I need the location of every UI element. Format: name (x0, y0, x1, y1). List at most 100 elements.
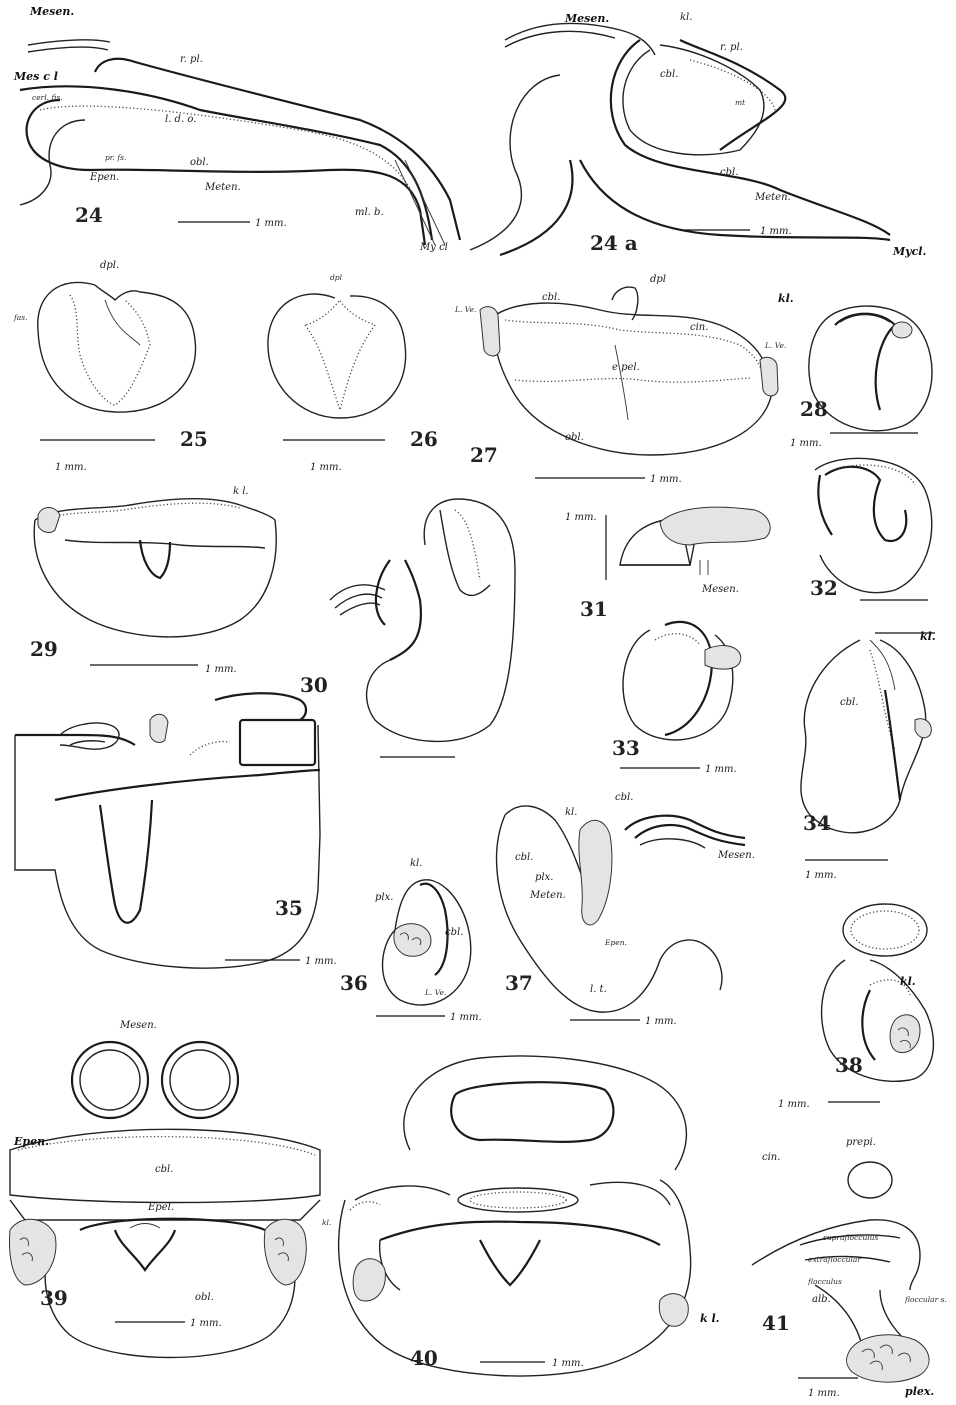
fig24a-number: 24 a (590, 231, 638, 255)
fig41-label-prepi: prepi. (846, 1137, 876, 1148)
fig35-label-cbl: cbl. (840, 697, 858, 708)
fig34-scale-label: 1 mm. (705, 764, 737, 775)
fig24-scale-label: 1 mm. (255, 218, 287, 229)
fig24-label-epen: Epen. (89, 172, 119, 183)
fig41-number: 41 (762, 1311, 790, 1335)
fig36-scale-label: 1 mm. (450, 1012, 482, 1023)
fig35-number: 34 (803, 811, 831, 835)
fig24a-label-mt: mt (735, 98, 746, 107)
fig24a-label-mycl: Mycl. (892, 245, 926, 258)
figure-39: k l. 40 1 mm. (339, 1056, 720, 1376)
fig24-label-mycl: My cl (419, 242, 448, 253)
fig39-label-kl: k l. (700, 1312, 720, 1325)
fig27-label-cbl: cbl. (542, 292, 560, 303)
fig25-label-dpl: dpl. (100, 260, 119, 271)
fig37-label-mesen: Mesen. (717, 850, 755, 861)
fig38-label-epel: Epel. (147, 1202, 174, 1213)
fig41-label-flocs: floccular s. (904, 1295, 947, 1304)
fig37-label-epen: Epen. (604, 938, 627, 947)
fig38-label-kl: kl. (322, 1218, 331, 1227)
fig37-scale-label: 1 mm. (645, 1016, 677, 1027)
fig26-scale-label: 1 mm. (310, 462, 342, 473)
fig29-label-kl: kl. (778, 292, 794, 305)
fig33-number: 35 (275, 896, 303, 920)
fig25-number: 25 (180, 427, 208, 451)
fig38-label-cbl: cbl. (155, 1164, 173, 1175)
fig35-scale-label: 1 mm. (805, 870, 837, 881)
fig36-label-cbl: cbl. (445, 927, 463, 938)
figure-40: kl. 38 1 mm. (778, 904, 933, 1110)
fig24-label-mesen: Mesen. (29, 5, 74, 18)
figure-26: dpl 1 mm. 26 (268, 273, 438, 473)
fig37-number: 37 (505, 971, 533, 995)
fig40-label-kl: kl. (900, 975, 916, 988)
fig37-label-cbl2: cbl. (515, 852, 533, 863)
figure-33: 35 1 mm. (15, 693, 337, 968)
fig24a-label-rptl: r. pl. (720, 42, 743, 53)
fig38-scale-label: 1 mm. (190, 1318, 222, 1329)
fig24a-scale-label: 1 mm. (760, 226, 792, 237)
fig32-scale-label: 1 mm. (565, 512, 597, 523)
fig39-number: 40 (410, 1346, 438, 1370)
fig24-number: 24 (75, 203, 103, 227)
fig27-label-epel: e pel. (612, 362, 640, 373)
figure-37: kl. cbl. Mesen. cbl. plx. Meten. Epen. l… (497, 792, 755, 1027)
fig38-number: 39 (40, 1286, 68, 1310)
fig24-label-mbl: ml. b. (355, 207, 384, 218)
fig37-label-ltl: l. t. (590, 984, 607, 995)
fig29-scale-label: 1 mm. (790, 438, 822, 449)
fig27-label-lve: L. Ve. (454, 305, 476, 314)
fig41-scale-label: 1 mm. (808, 1388, 840, 1399)
fig24a-label-meten: Meten. (754, 192, 791, 203)
fig36-number: 36 (340, 971, 368, 995)
fig41-label-supra: supraflocculus (823, 1233, 879, 1242)
fig41-label-floc: flocculus (807, 1277, 842, 1286)
fig35-label-kl: kl. (920, 630, 936, 643)
figure-31: 30 (300, 499, 515, 757)
fig38-label-epen: Epen. (13, 1135, 49, 1148)
fig37-label-kl: kl. (565, 807, 577, 818)
fig27-label-cin: cin. (690, 322, 708, 333)
fig24-label-obl: obl. (190, 157, 209, 168)
fig27-label-lve2: L. Ve. (764, 341, 786, 350)
fig27-label-dpl: dpl (650, 274, 666, 285)
fig37-label-plx: plx. (535, 872, 553, 883)
figure-34: 33 1 mm. (612, 622, 741, 775)
fig26-number: 26 (410, 427, 438, 451)
figure-35: kl. cbl. 34 1 mm. (801, 630, 936, 881)
fig30-number: 32 (810, 576, 838, 600)
fig24a-label-cbl2: cbl. (720, 167, 738, 178)
fig28-label-kl: k l. (233, 486, 249, 497)
fig28-scale-label: 1 mm. (205, 664, 237, 675)
fig37-label-meten: Meten. (529, 890, 566, 901)
fig32-number: 31 (580, 597, 608, 621)
figure-38: Mesen. Epen. cbl. Epel. kl. obl. 39 1 mm… (10, 1020, 332, 1358)
fig36-label-lve: L. Ve. (424, 988, 446, 997)
fig28-number: 29 (30, 637, 58, 661)
fig41-label-plex: plex. (905, 1385, 934, 1398)
fig24-label-cerefis: cerl. fis. (32, 93, 63, 102)
figure-36: kl. plx. cbl. L. Ve. 36 1 mm. (340, 858, 482, 1023)
fig24-label-rpfs: pr. fs. (105, 153, 126, 162)
fig41-label-alb: alb. (812, 1294, 831, 1305)
fig24-label-ventl: l. d. o. (165, 114, 196, 125)
figure-27: L. Ve. cbl. dpl cin. L. Ve. e pel. obl. … (454, 274, 786, 485)
figure-41: cin. prepi. supraflocculus extrafloccula… (752, 1137, 947, 1399)
fig34-number: 33 (612, 736, 640, 760)
fig24a-label-cbl: cbl. (660, 69, 678, 80)
fig36-label-plx: plx. (375, 892, 393, 903)
fig32-label-mesen: Mesen. (701, 584, 739, 595)
figure-30: 32 (810, 458, 932, 600)
figure-25: dpl. fas. 1 mm. 25 (13, 260, 208, 473)
fig38-label-mesen: Mesen. (119, 1020, 157, 1031)
fig39-scale-label: 1 mm. (552, 1358, 584, 1369)
figure-24a: Mesen. kl. r. pl. cbl. mt cbl. Meten. My… (470, 12, 926, 258)
fig31-number: 30 (300, 673, 328, 697)
fig24-label-meten: Meten. (204, 182, 241, 193)
fig24a-label-mesen: Mesen. (564, 12, 609, 25)
fig33-scale-label: 1 mm. (305, 956, 337, 967)
fig41-label-cin: cin. (762, 1152, 780, 1163)
fig41-label-extra: extrafloccular (808, 1255, 861, 1264)
fig27-number: 27 (470, 443, 498, 467)
